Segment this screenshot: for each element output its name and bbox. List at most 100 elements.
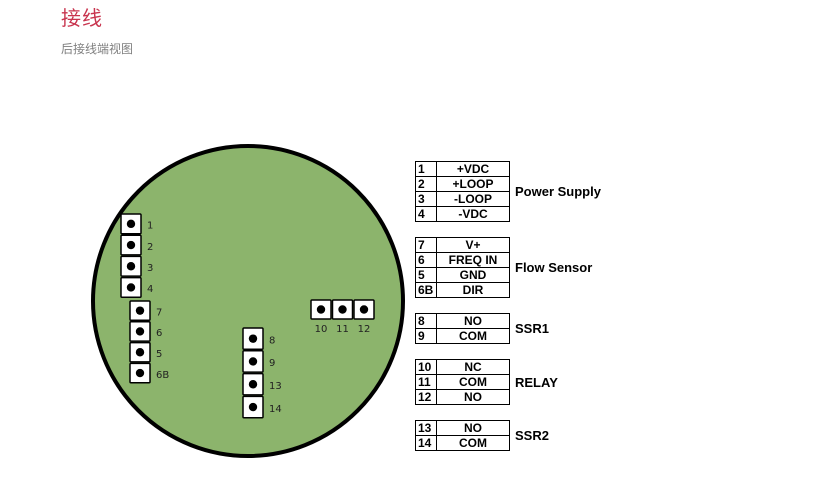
legend-signal: NO — [436, 420, 510, 436]
terminal-screw — [126, 262, 136, 271]
legend-group-label: Power Supply — [515, 184, 601, 199]
pin-number-label: 1 — [147, 221, 153, 232]
terminal-pin-7 — [129, 300, 151, 322]
pin-number-label: 5 — [156, 349, 162, 360]
pin-number-label: 6 — [156, 328, 162, 339]
pin-number-label: 8 — [269, 335, 275, 346]
terminal-screw — [248, 334, 258, 343]
legend-signal: -VDC — [436, 206, 510, 222]
legend-pin-number: 5 — [415, 267, 437, 283]
terminal-pin-4 — [120, 276, 142, 299]
page-title: 接线 — [61, 6, 103, 30]
pin-number-label: 9 — [269, 358, 275, 369]
terminal-pin-6B — [129, 362, 151, 384]
terminal-pin-9 — [242, 350, 264, 373]
legend-row: 3-LOOP — [415, 191, 510, 207]
legend-pin-number: 6B — [415, 282, 437, 298]
legend-pin-number: 13 — [415, 420, 437, 436]
terminal-pin-6 — [129, 321, 151, 342]
legend-signal: +LOOP — [436, 176, 510, 192]
pin-number-label: 7 — [156, 307, 162, 318]
legend-pin-number: 1 — [415, 161, 437, 177]
legend-pin-number: 10 — [415, 359, 437, 375]
terminal-screw — [248, 380, 258, 389]
pin-number-label: 12 — [358, 324, 371, 335]
terminal-pin-3 — [120, 255, 142, 277]
terminal-pin-11 — [331, 299, 354, 320]
legend-pin-number: 9 — [415, 328, 437, 344]
pin-number-label: 11 — [336, 324, 349, 335]
legend-signal: COM — [436, 374, 510, 390]
legend-pin-number: 12 — [415, 389, 437, 405]
legend-group-label: RELAY — [515, 374, 558, 390]
legend-pin-number: 4 — [415, 206, 437, 222]
terminal-pin-5 — [129, 341, 151, 363]
legend-pin-number: 6 — [415, 252, 437, 268]
pin-number-label: 10 — [315, 324, 328, 335]
legend-group-label: SSR1 — [515, 321, 549, 336]
legend-signal: COM — [436, 435, 510, 451]
terminal-block-block-b: 7 6 5 6B — [129, 300, 169, 384]
legend-row: 4-VDC — [415, 206, 510, 222]
terminal-screw — [135, 327, 145, 336]
terminal-pin-8 — [242, 327, 264, 351]
legend-group-label: SSR2 — [515, 428, 549, 443]
legend-pin-number: 7 — [415, 237, 437, 253]
terminal-pin-13 — [242, 372, 264, 396]
terminal-block-block-d: 10 11 12 — [310, 299, 375, 335]
legend-signal: COM — [436, 328, 510, 344]
terminal-pin-10 — [310, 299, 332, 320]
terminal-screw — [126, 219, 136, 229]
terminal-pin-12 — [353, 299, 375, 320]
terminal-pin-14 — [242, 395, 264, 419]
legend-signal: V+ — [436, 237, 510, 253]
terminal-screw — [126, 240, 136, 250]
pin-number-label: 3 — [147, 263, 153, 274]
legend-row: 1+VDC — [415, 161, 510, 177]
pin-number-label: 14 — [269, 404, 282, 415]
legend-signal: NO — [436, 313, 510, 329]
page-subtitle: 后接线端视图 — [61, 42, 134, 56]
terminal-block-block-c: 8 9 13 14 — [242, 327, 282, 419]
pin-number-label: 13 — [269, 381, 282, 392]
terminal-screw — [135, 348, 145, 357]
terminal-screw — [248, 402, 258, 412]
legend-pin-number: 3 — [415, 191, 437, 207]
legend-group-label: Flow Sensor — [515, 260, 593, 275]
pin-number-label: 4 — [147, 284, 153, 295]
terminal-screw — [316, 305, 326, 314]
pin-number-label: 6B — [156, 370, 169, 381]
terminal-screw — [126, 283, 136, 292]
legend-row: 2+LOOP — [415, 176, 510, 192]
legend-signal: -LOOP — [436, 191, 510, 207]
terminal-screw — [135, 368, 145, 378]
legend-signal: FREQ IN — [436, 252, 510, 268]
terminal-blocks: 12 3 4 7 6 5 6B 8 9 13 14 10 11 12 — [120, 213, 375, 419]
legend-pin-number: 11 — [415, 374, 437, 390]
terminal-screw — [338, 305, 347, 314]
circuit-board — [91, 144, 405, 458]
terminal-screw — [248, 357, 258, 366]
legend-pin-number: 14 — [415, 435, 437, 451]
terminal-pin-1 — [120, 213, 142, 235]
